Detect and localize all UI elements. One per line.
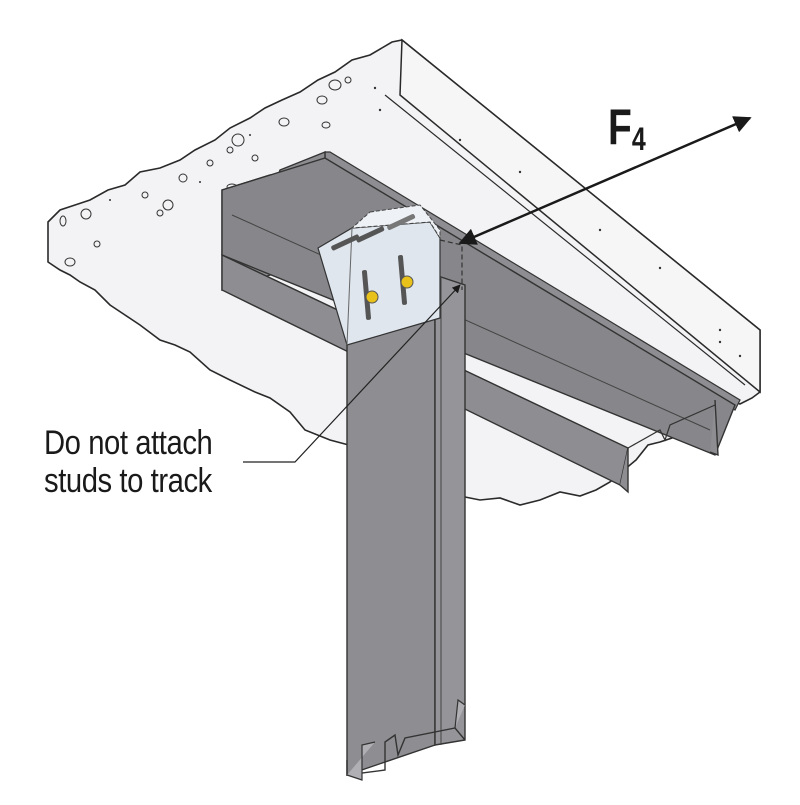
force-subscript: 4 <box>631 121 646 157</box>
stud-face <box>346 273 436 776</box>
callout-leader <box>243 284 461 463</box>
force-label: F4 <box>608 98 646 158</box>
callout-line-1: Do not attach <box>44 424 213 462</box>
clip-connector <box>317 204 441 346</box>
callout-line-2: studs to track <box>44 462 212 500</box>
screw-icons <box>365 275 414 304</box>
force-arrow <box>458 116 752 245</box>
callout-note: Do not attach studs to track <box>44 424 213 500</box>
stud-flange <box>434 274 466 746</box>
force-letter: F <box>608 99 632 155</box>
